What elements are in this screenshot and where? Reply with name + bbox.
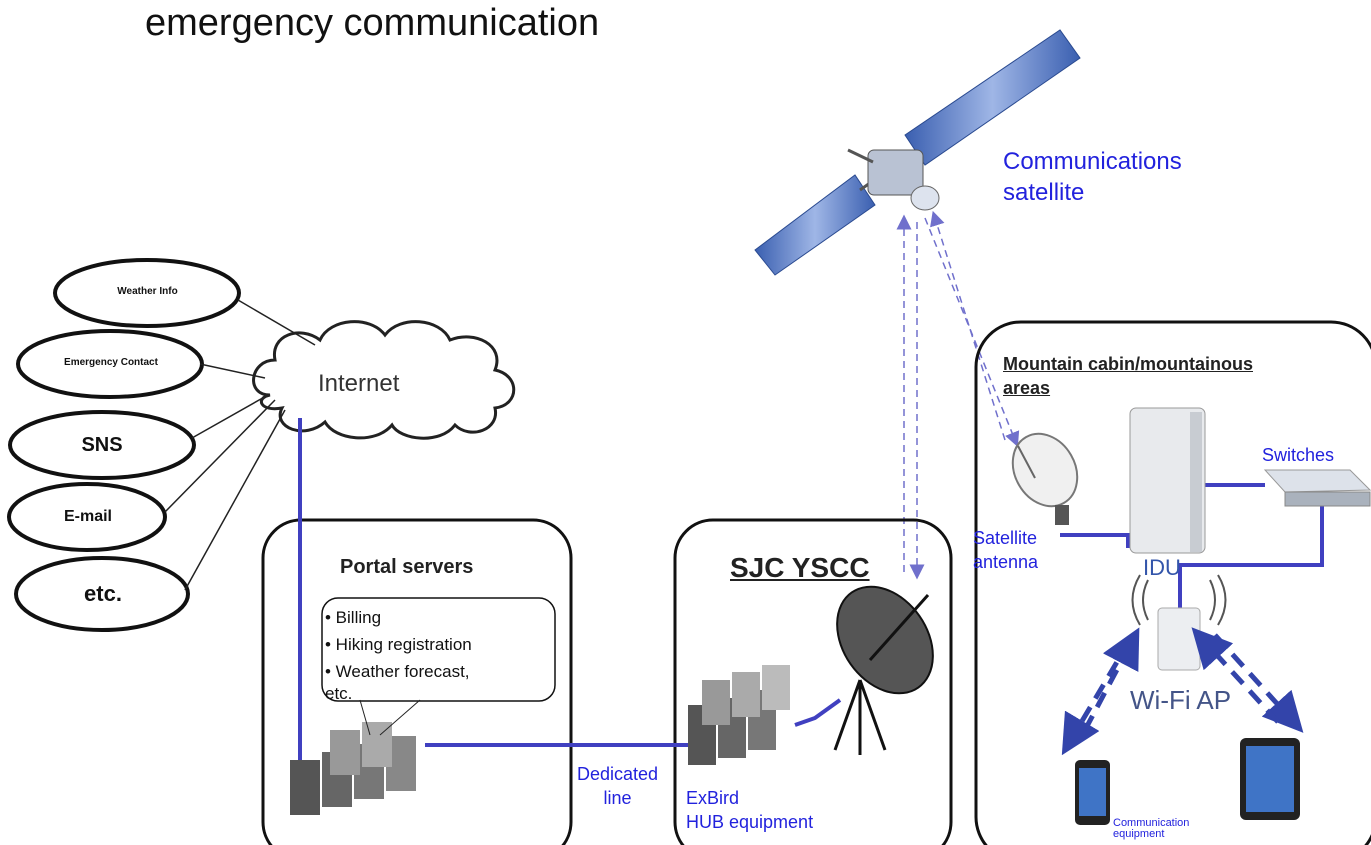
service-email: E-mail [63, 508, 112, 525]
internet-cloud [252, 320, 516, 440]
portal-server-racks-icon [290, 699, 421, 815]
idu-icon [1129, 407, 1206, 554]
satellite-antenna-label: Satellite antenna [973, 528, 1039, 572]
wifi-links [1061, 627, 1304, 756]
hub-dish-antenna-icon [833, 585, 934, 755]
email-ellipse [7, 482, 167, 552]
smartphone-icon [1075, 760, 1110, 825]
wifi-ap-label: Wi-Fi AP [1130, 685, 1232, 715]
switch-icon [1263, 469, 1371, 507]
diagram-title: emergency communication [145, 2, 600, 44]
cabin-panel [974, 320, 1371, 845]
portal-item-billing: • Billing [325, 608, 382, 627]
satellite-icon [754, 29, 1081, 276]
idu-label: IDU [1143, 555, 1181, 580]
hub-label: ExBird HUB equipment [686, 788, 814, 832]
service-emergency-contact: Emergency Contact [64, 357, 158, 368]
portal-list-box [321, 597, 556, 702]
portal-title: Portal servers [340, 556, 474, 578]
service-links [164, 299, 316, 591]
sns-ellipse [8, 410, 196, 480]
cabin-dish-antenna-icon [1011, 432, 1079, 525]
portal-item-hiking: • Hiking registration [325, 635, 472, 654]
communication-equipment-label: Communication equipment [1113, 817, 1190, 840]
weather-info-ellipse [53, 258, 241, 328]
satellite-label: Communications satellite [1003, 148, 1182, 206]
wifi-ap-icon [1131, 574, 1227, 671]
portal-service-list: • Billing • Hiking registration • Weathe… [325, 604, 550, 703]
sjc-panel [673, 518, 953, 845]
tablet-icon [1240, 738, 1300, 820]
service-ellipses [7, 258, 241, 632]
dedicated-line-label: Dedicated line [576, 764, 659, 808]
panels [261, 320, 1371, 845]
internet-label: Internet [318, 370, 400, 397]
portal-panel [261, 518, 573, 845]
portal-item-weather: • Weather forecast, [325, 662, 470, 681]
satellite-links [896, 210, 1020, 580]
service-weather-info: Weather Info [117, 286, 178, 297]
sjc-title: SJC YSCC [730, 552, 870, 583]
network-links [298, 418, 1324, 765]
service-etc: etc. [84, 581, 122, 606]
cabin-title: Mountain cabin/mountainous areas [1003, 354, 1253, 398]
service-sns: SNS [81, 434, 123, 456]
etc-ellipse [14, 556, 190, 632]
portal-item-etc: etc. [325, 684, 353, 703]
switches-label: Switches [1262, 445, 1335, 465]
hub-server-racks-icon [688, 665, 790, 765]
